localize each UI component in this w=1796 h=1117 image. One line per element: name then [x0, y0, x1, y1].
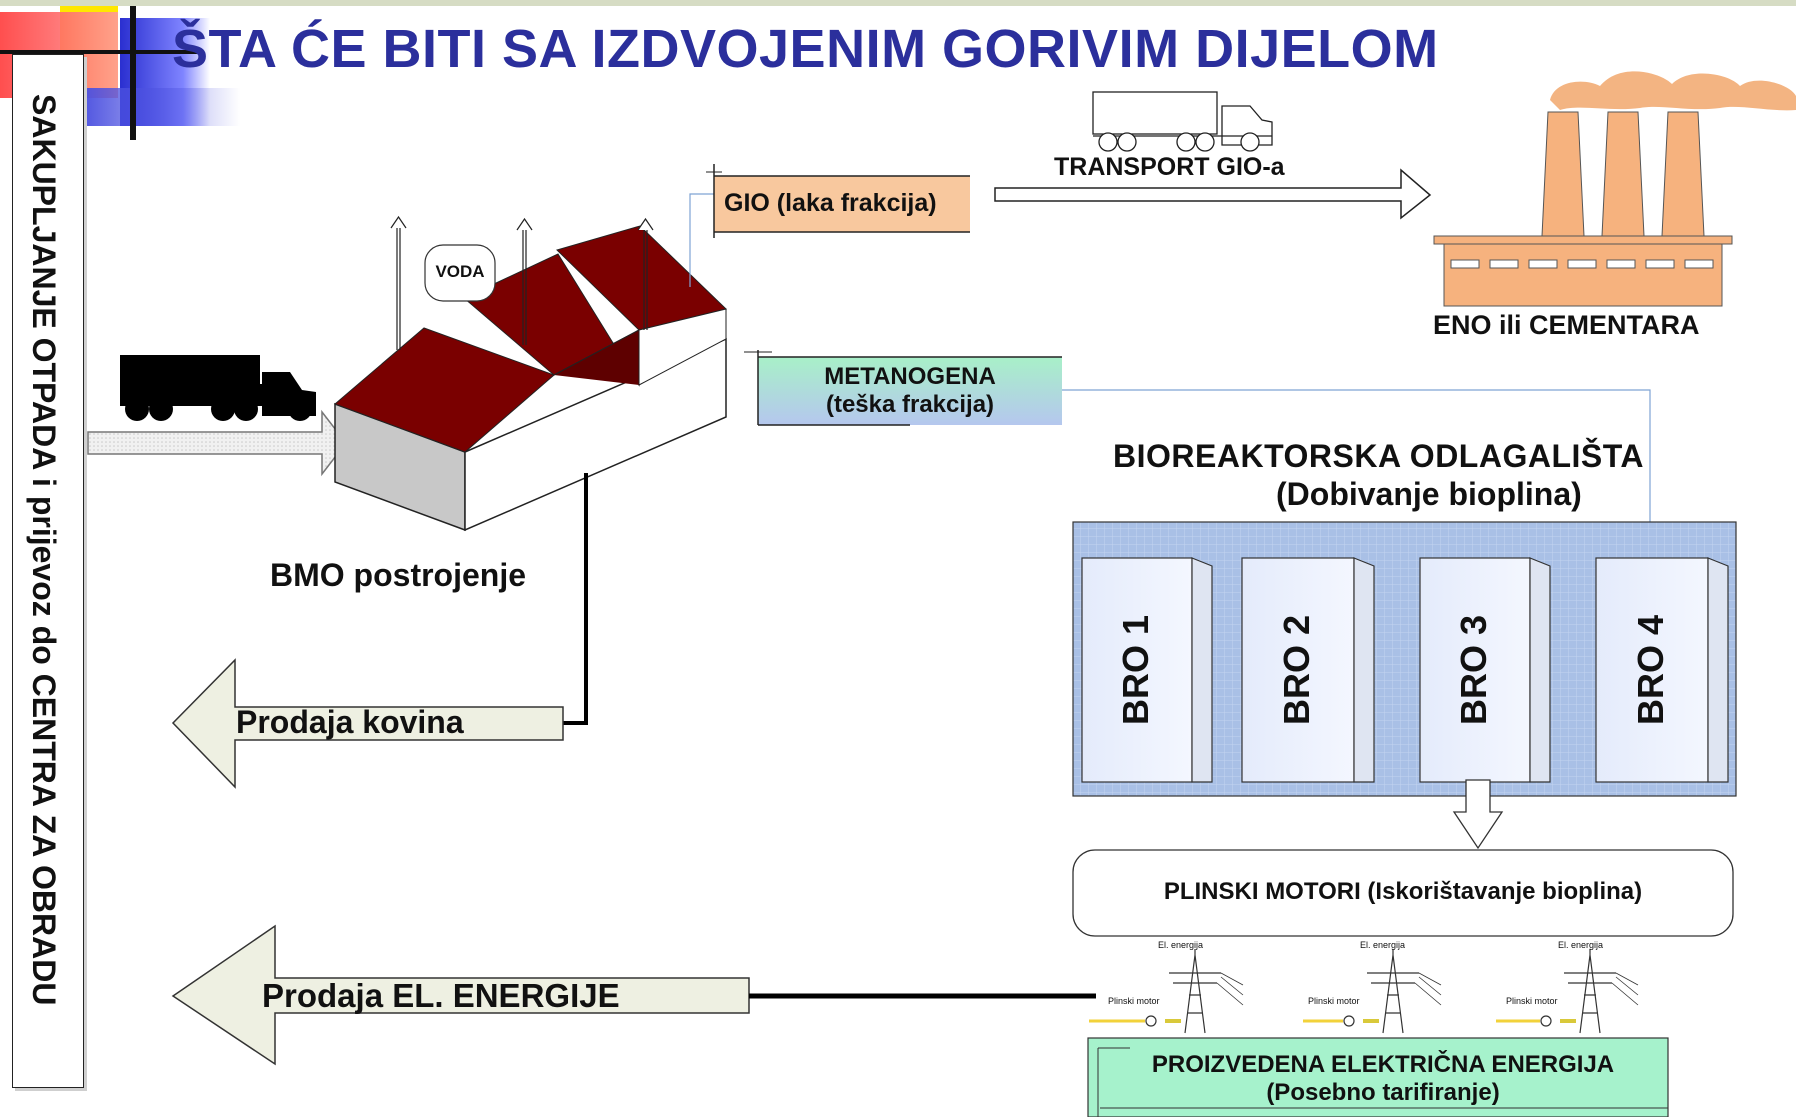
gas-engines-label: PLINSKI MOTORI (Iskorištavanje bioplina)	[1163, 878, 1643, 905]
transport-arrow	[994, 168, 1432, 220]
bro-3-label: BRO 3	[1453, 614, 1494, 725]
gas-engines-box	[1072, 849, 1734, 937]
bro-3-block	[1419, 557, 1551, 783]
metanogena-box	[744, 350, 1062, 426]
produced-line1: PROIZVEDENA ELEKTRIČNA ENERGIJA	[1151, 1051, 1615, 1079]
metal-sale-label: Prodaja kovina	[236, 704, 464, 740]
power-motor-label-1: Plinski motor	[1108, 996, 1160, 1006]
bro-4-block	[1595, 557, 1729, 783]
power-tower-2-icon	[1303, 949, 1442, 1034]
power-towers	[1089, 949, 1639, 1034]
power-top-label-2: El. energija	[1360, 940, 1406, 950]
bmo-plant-building	[334, 225, 728, 532]
water-bubble	[424, 244, 496, 302]
top-rule	[0, 0, 1796, 6]
collection-sidebar	[12, 54, 84, 1088]
metal-output-line	[563, 473, 588, 725]
power-top-label-3: El. energija	[1558, 940, 1604, 950]
produced-energy-label: PROIZVEDENA ELEKTRIČNA ENERGIJA (Posebno…	[1098, 1048, 1668, 1110]
bioreactors-subtitle: (Dobivanje bioplina)	[1276, 476, 1582, 512]
power-motor-label-2: Plinski motor	[1308, 996, 1360, 1006]
cement-factory-icon	[1433, 71, 1796, 307]
power-tower-1-icon	[1089, 949, 1244, 1034]
page-title: ŠTA ĆE BITI SA IZDVOJENIM GORIVIM DIJELO…	[172, 19, 1439, 79]
bro-2-block	[1241, 557, 1375, 783]
bro-4-label: BRO 4	[1630, 614, 1671, 726]
bioreactors-title: BIOREAKTORSKA ODLAGALIŠTA	[1113, 438, 1645, 474]
cement-label: ENO ili CEMENTARA	[1433, 310, 1700, 340]
gio-label: GIO (laka frakcija)	[724, 189, 937, 217]
bro-blocks	[1081, 557, 1729, 783]
input-arrow	[87, 409, 347, 477]
electricity-sale-arrow	[171, 924, 750, 1066]
power-top-label-1: El. energija	[1158, 940, 1204, 950]
water-label: VODA	[435, 262, 485, 281]
vent-arrows	[390, 215, 654, 350]
bro-1-block	[1081, 557, 1213, 783]
input-truck-icon	[120, 355, 316, 421]
power-tower-3-icon	[1496, 949, 1639, 1034]
produced-energy-box	[1087, 1037, 1669, 1117]
metanogena-connector	[1062, 389, 1651, 560]
electricity-sale-label: Prodaja EL. ENERGIJE	[262, 977, 620, 1014]
transport-truck-icon	[1092, 91, 1273, 152]
plant-label: BMO postrojenje	[270, 557, 527, 593]
bro-1-label: BRO 1	[1115, 614, 1156, 725]
metanogena-line1: METANOGENA	[824, 363, 996, 391]
biogas-down-arrow	[1452, 779, 1504, 850]
transport-label: TRANSPORT GIO-a	[1054, 153, 1285, 181]
metanogena-line2: (teška frakcija)	[825, 391, 995, 418]
gio-box	[706, 164, 970, 238]
metal-sale-arrow	[171, 658, 564, 789]
gio-connector	[689, 193, 714, 287]
produced-line2: (Posebno tarifiranje)	[1266, 1079, 1500, 1106]
bro-2-label: BRO 2	[1276, 614, 1317, 726]
power-motor-label-3: Plinski motor	[1506, 996, 1558, 1006]
metanogena-label: METANOGENA (teška frakcija)	[758, 357, 1062, 425]
